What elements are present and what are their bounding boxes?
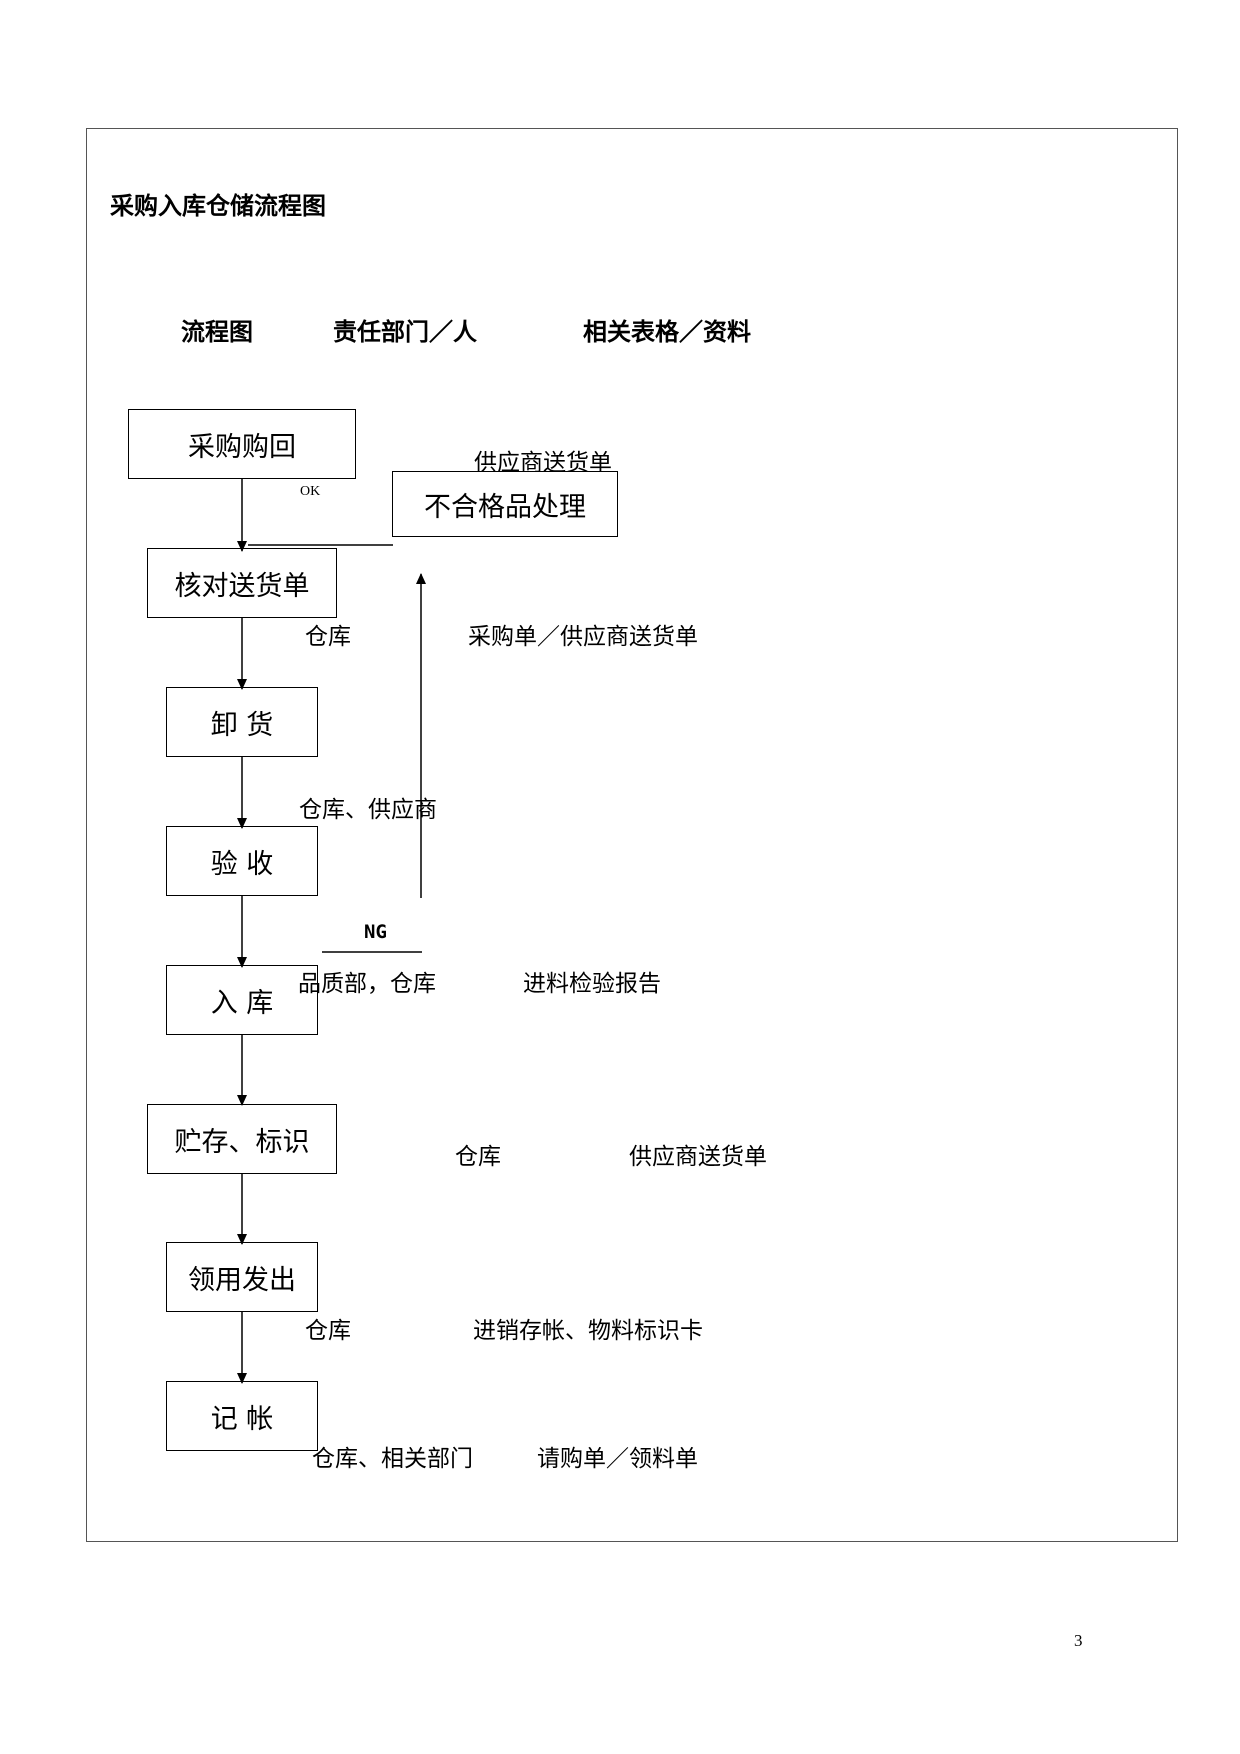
step-purchase: 采购购回 <box>128 409 356 479</box>
dept-unload: 仓库、供应商 <box>299 797 437 823</box>
edge-label-ok: OK <box>300 484 321 499</box>
header-responsible-dept: 责任部门／人 <box>333 318 477 346</box>
step-check-delivery: 核对送货单 <box>147 548 337 618</box>
step-nonconforming: 不合格品处理 <box>392 471 618 537</box>
dept-check-delivery: 仓库 <box>305 624 351 650</box>
supplier-note-top: 供应商送货单 <box>474 450 612 476</box>
step-stock-in: 入 库 <box>166 965 318 1035</box>
dept-inspect: 品质部，仓库 <box>298 971 436 997</box>
step-unload: 卸 货 <box>166 687 318 757</box>
edge-label-ng: NG <box>364 921 387 943</box>
step-inspect: 验 收 <box>166 826 318 896</box>
step-store-label: 贮存、标识 <box>147 1104 337 1174</box>
form-check-delivery: 采购单／供应商送货单 <box>468 624 698 650</box>
header-flowchart: 流程图 <box>181 318 253 346</box>
step-issue: 领用发出 <box>166 1242 318 1312</box>
header-related-forms: 相关表格／资料 <box>583 318 751 346</box>
form-record: 请购单／领料单 <box>537 1446 698 1472</box>
page-frame <box>86 128 1178 1542</box>
dept-store: 仓库 <box>455 1144 501 1170</box>
step-record: 记 帐 <box>166 1381 318 1451</box>
diagram-title: 采购入库仓储流程图 <box>110 192 326 220</box>
form-issue: 进销存帐、物料标识卡 <box>473 1318 703 1344</box>
dept-record: 仓库、相关部门 <box>312 1446 473 1472</box>
page-number: 3 <box>1074 1631 1083 1650</box>
form-inspect: 进料检验报告 <box>523 971 661 997</box>
form-store: 供应商送货单 <box>629 1144 767 1170</box>
dept-issue: 仓库 <box>305 1318 351 1344</box>
